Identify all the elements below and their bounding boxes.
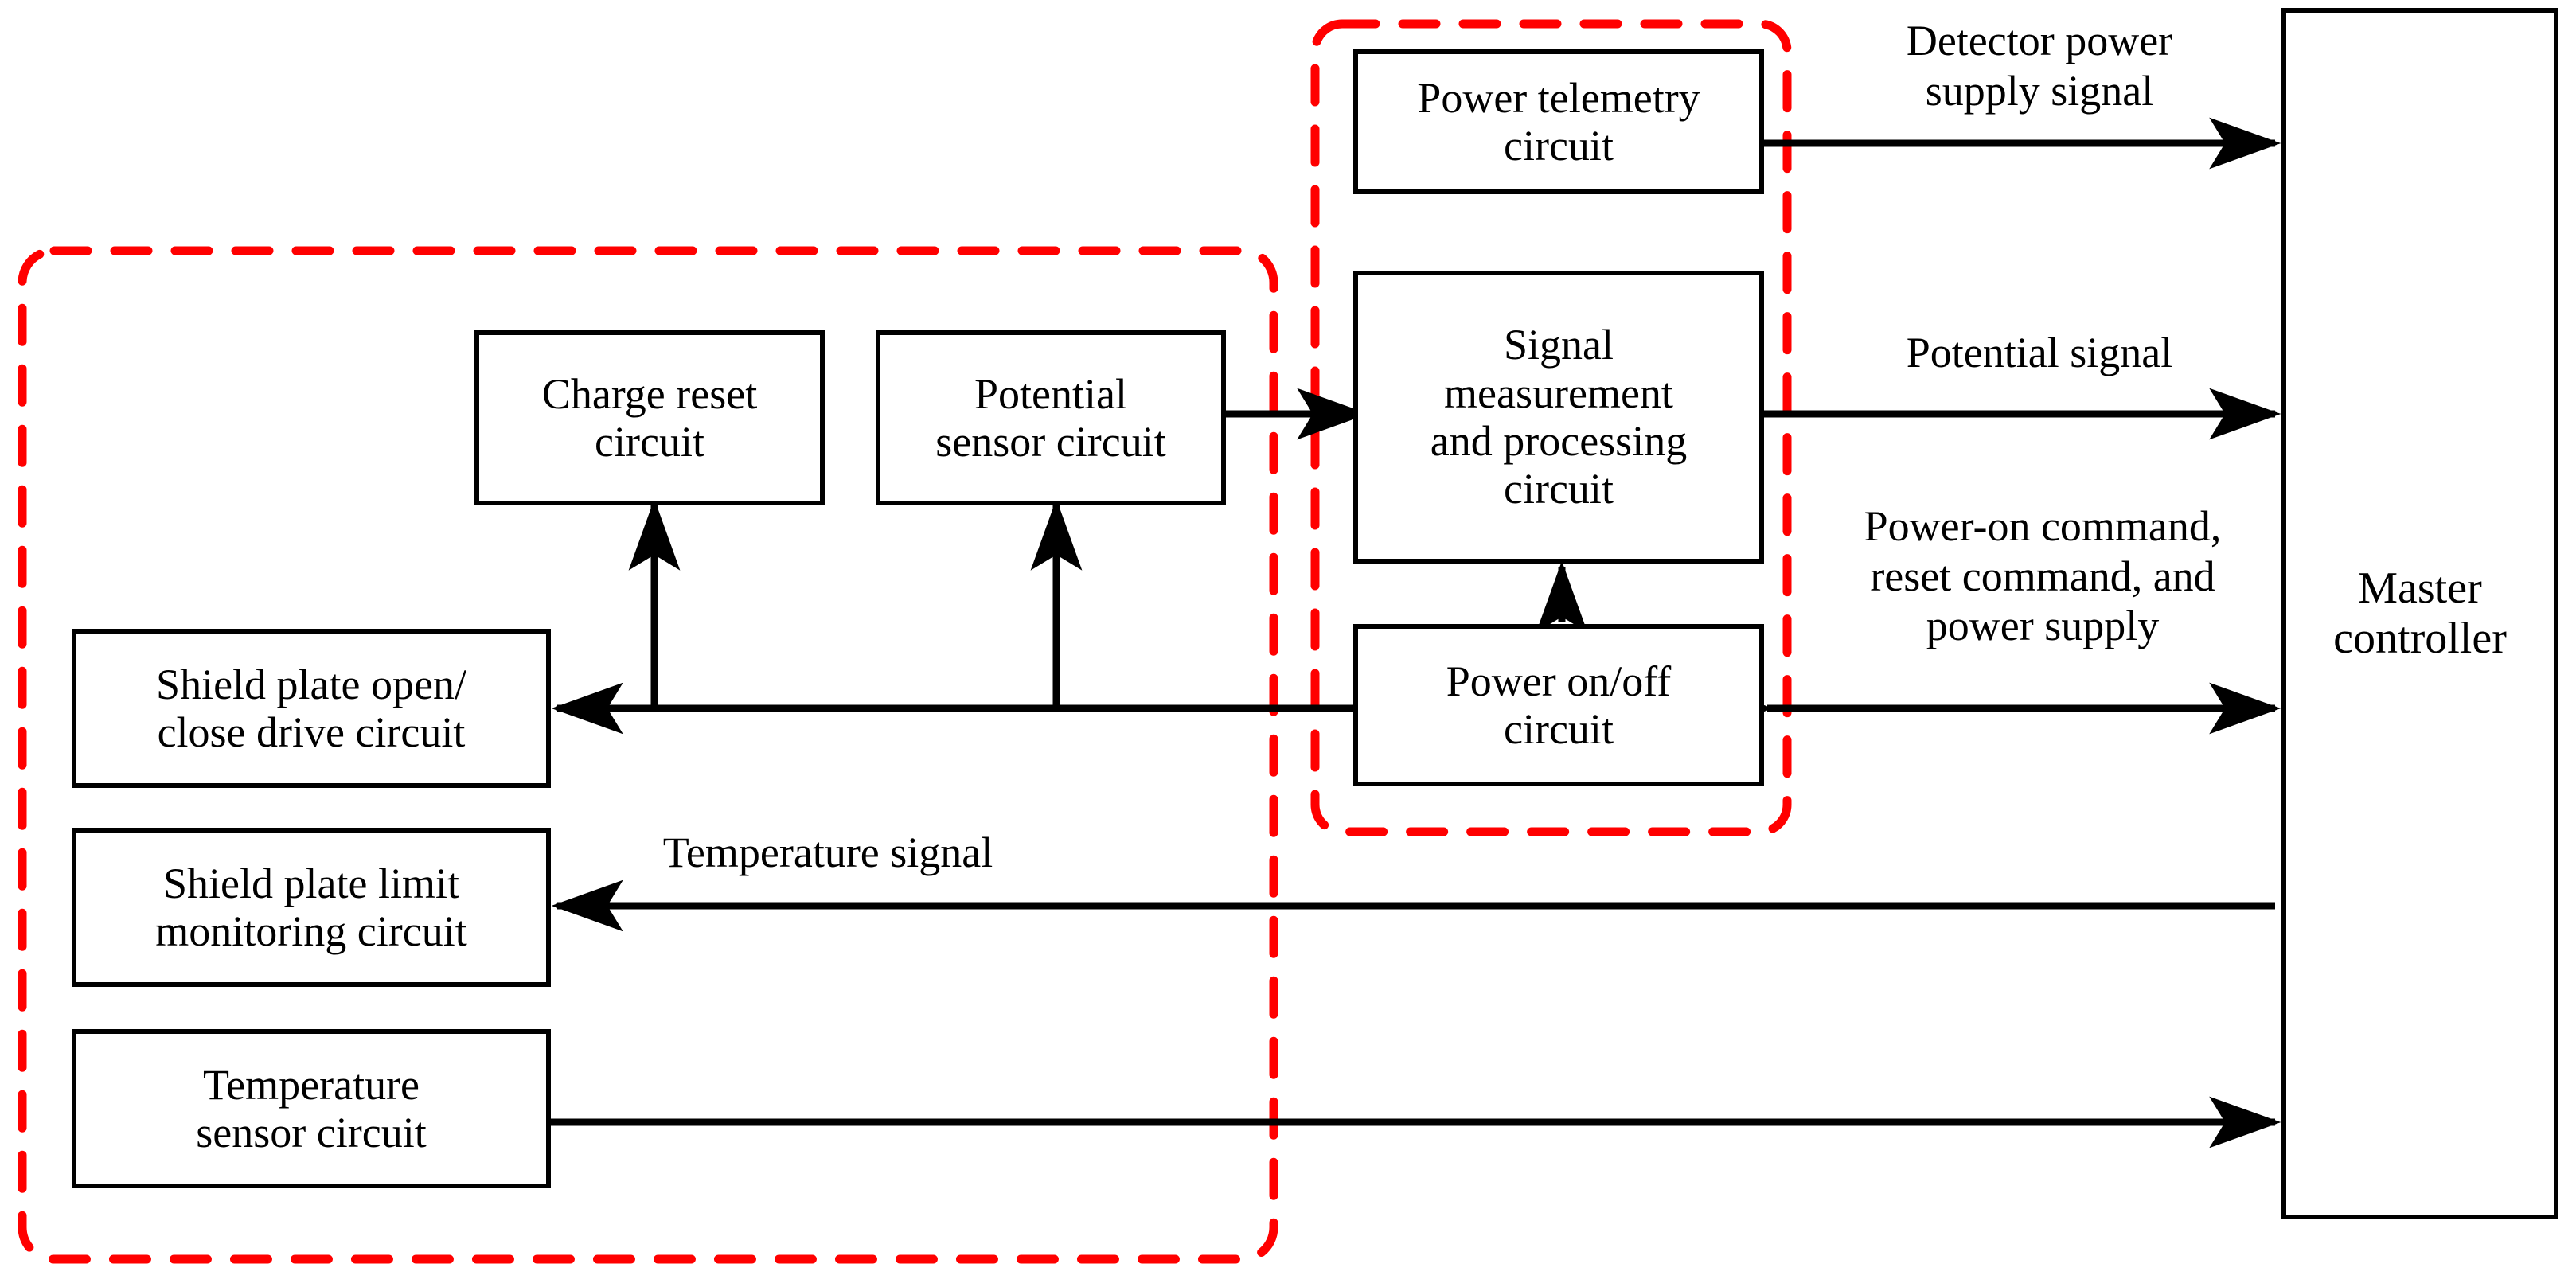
label-temperature-signal: Temperature signal [662,829,993,876]
block-charge-reset-circuit[interactable]: Charge reset circuit [474,330,825,505]
block-power-on-off-circuit[interactable]: Power on/off circuit [1353,624,1764,786]
block-shield-plate-open-close-drive-circuit[interactable]: Shield plate open/ close drive circuit [72,629,551,788]
block-potential-sensor-circuit-label: Potential sensor circuit [935,369,1166,466]
block-shield-plate-limit-monitoring-circuit-label: Shield plate limit monitoring circuit [155,859,467,955]
label-power-on-reset-power-supply: Power-on command, reset command, and pow… [1864,502,2222,650]
block-power-on-off-circuit-label: Power on/off circuit [1446,657,1672,753]
block-charge-reset-circuit-label: Charge reset circuit [541,369,758,466]
block-shield-plate-open-close-drive-circuit-label: Shield plate open/ close drive circuit [156,660,466,756]
block-power-telemetry-circuit[interactable]: Power telemetry circuit [1353,49,1764,194]
block-potential-sensor-circuit[interactable]: Potential sensor circuit [876,330,1226,505]
label-potential-signal: Potential signal [1906,329,2173,376]
left-dashed-group-outline [18,246,1278,1264]
label-detector-power-supply-signal: Detector power supply signal [1906,17,2173,115]
block-signal-measurement-and-processing-circuit[interactable]: Signal measurement and processing circui… [1353,271,1764,564]
block-power-telemetry-circuit-label: Power telemetry circuit [1417,73,1700,170]
block-temperature-sensor-circuit[interactable]: Temperature sensor circuit [72,1029,551,1188]
block-master-controller[interactable]: Master controller [2281,8,2558,1219]
block-signal-measurement-and-processing-circuit-label: Signal measurement and processing circui… [1430,321,1688,513]
block-master-controller-label: Master controller [2333,564,2507,663]
block-shield-plate-limit-monitoring-circuit[interactable]: Shield plate limit monitoring circuit [72,828,551,987]
block-temperature-sensor-circuit-label: Temperature sensor circuit [196,1060,427,1156]
